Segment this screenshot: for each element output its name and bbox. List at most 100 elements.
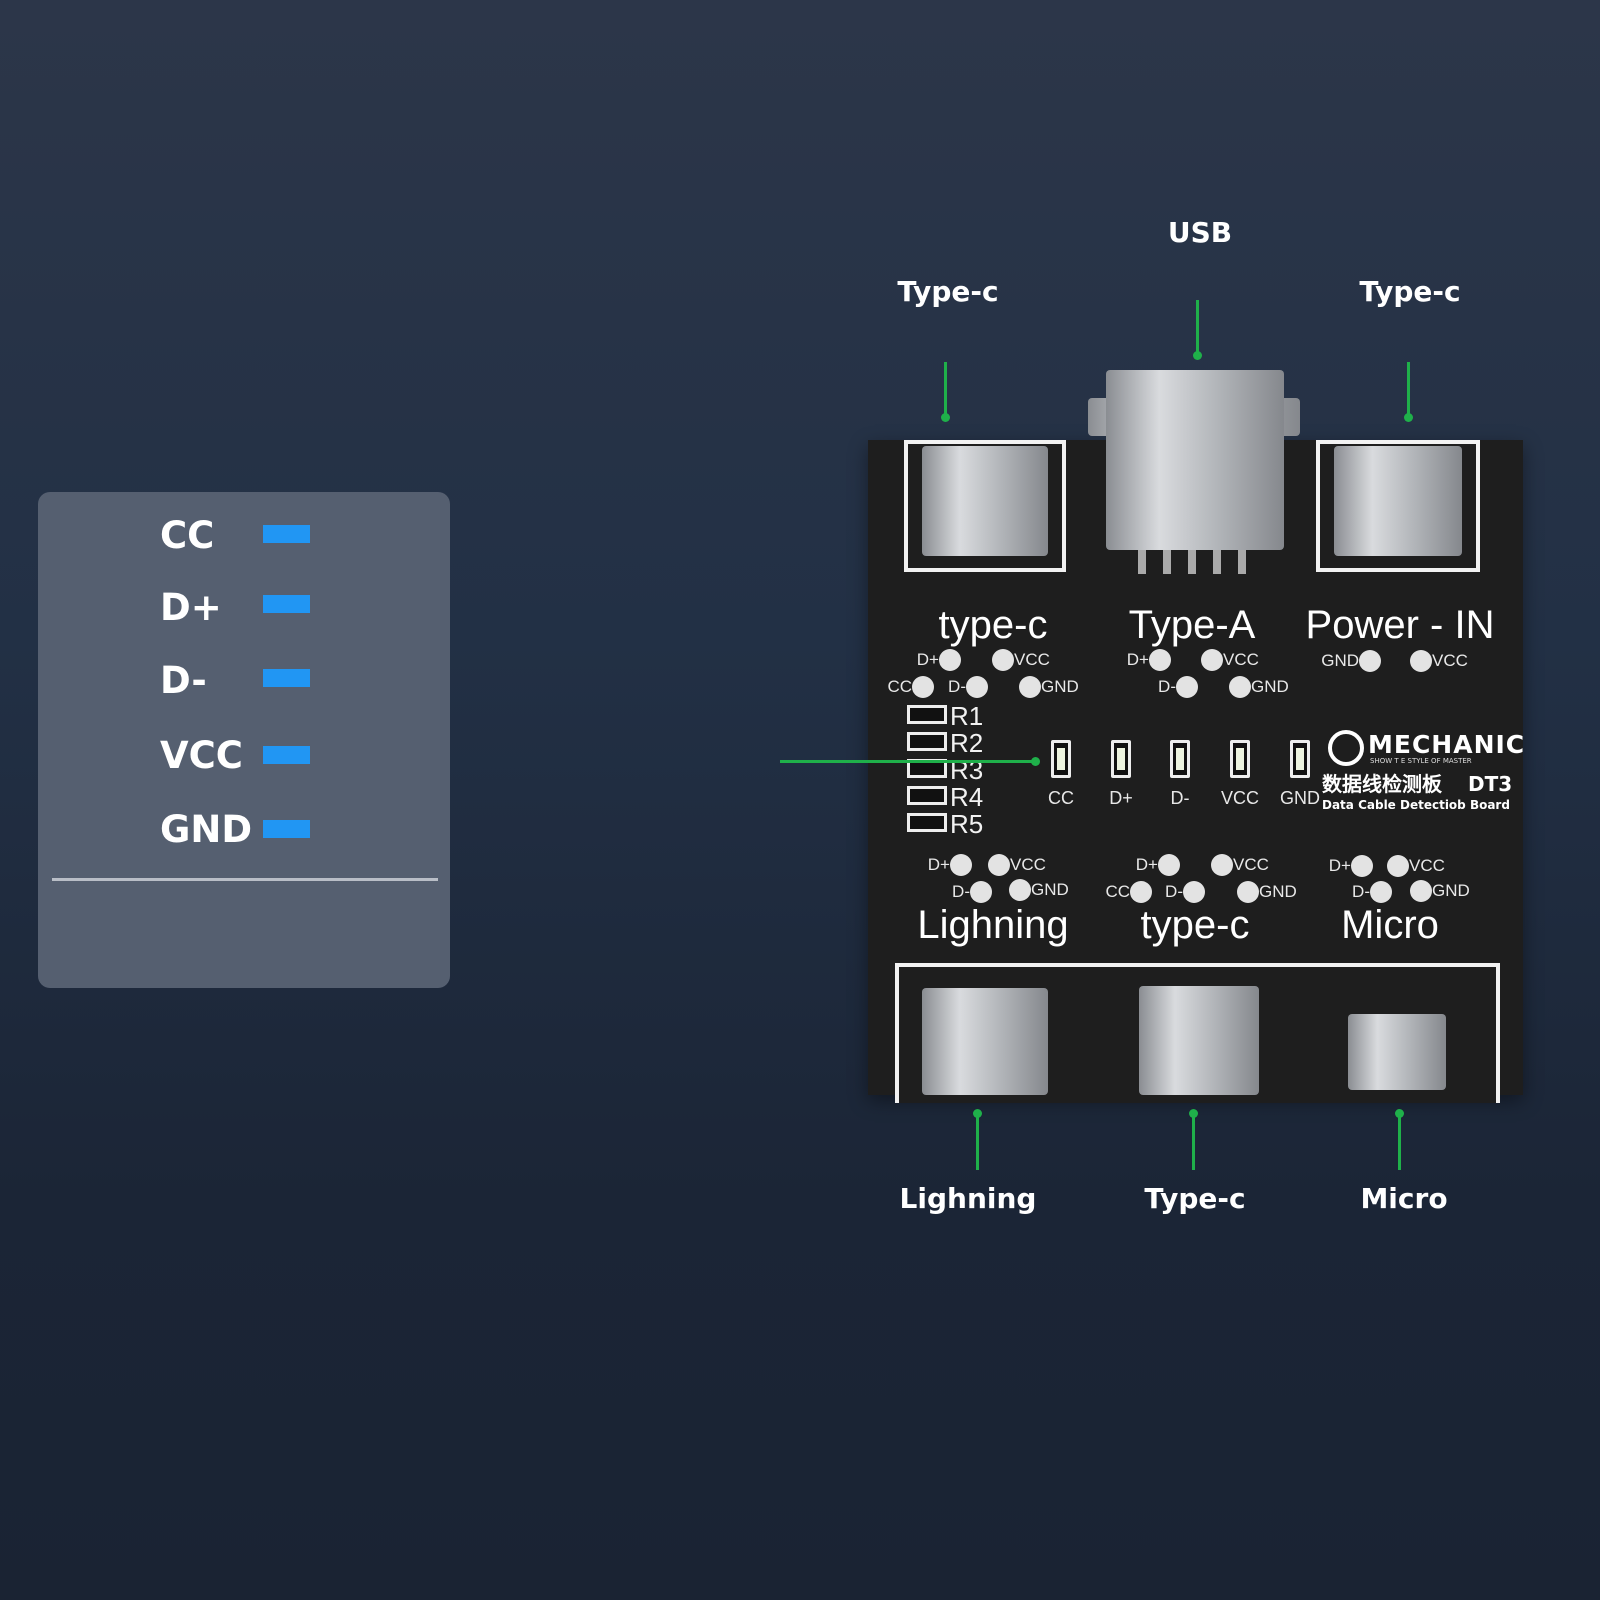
bottom-typec-port [1139,986,1259,1095]
test-pad-label: D+ [916,650,939,669]
test-pad-label: VCC [1223,650,1259,669]
test-pad-bottom_typec [1211,854,1233,876]
legend-indicator-dminus [263,669,310,687]
test-pad-label: GND [1259,882,1297,901]
callout-line-bottom-left [976,1113,979,1170]
test-pad-label: GND [1321,651,1359,670]
callout-line-led [780,760,1035,763]
callout-line-usb [1196,300,1199,355]
callout-top-right: Type-c [1359,275,1461,308]
callout-bottom-left: Lighning [899,1182,1037,1215]
test-pad-label: VCC [1409,856,1445,875]
legend-label-vcc: VCC [160,734,243,777]
resistor-label: R1 [950,701,984,731]
resistor-label: R2 [950,728,984,758]
test-pad-bottom_typec [1158,854,1180,876]
test-pad-label: D+ [1126,650,1149,669]
led-label: D+ [1109,788,1133,808]
test-pad-label: VCC [1233,855,1269,874]
test-pad-top_typec [992,649,1014,671]
test-pad-label: VCC [1432,651,1468,670]
test-pad-label: D+ [1135,855,1158,874]
usb-port-pins [1138,550,1250,574]
test-pad-label: D- [1158,677,1176,696]
resistor-r1 [907,705,947,724]
micro-usb-port [1348,1014,1446,1090]
resistor-r2 [907,732,947,751]
test-pad-micro [1370,881,1392,903]
indicator-led [1111,740,1131,778]
callout-dot-bottom-left [973,1109,982,1118]
led-label: GND [1280,788,1320,808]
test-pad-lightning [950,854,972,876]
test-pad-bottom_typec [1130,881,1152,903]
callout-dot-top-right [1404,413,1413,422]
test-pad-label: GND [1432,881,1470,900]
test-pad-micro [1410,880,1432,902]
legend-panel: CC D+ D- VCC GND [38,492,450,988]
board-title-cn: 数据线检测板 [1322,772,1442,796]
test-pad-label: D- [1352,882,1370,901]
test-pad-label: D- [948,677,966,696]
test-pad-top_typec [966,676,988,698]
test-pad-typea [1149,649,1171,671]
callout-line-bottom-center [1192,1113,1195,1170]
indicator-led [1051,740,1071,778]
test-pad-label: D- [1165,882,1183,901]
usb-typea-port [1106,370,1284,550]
legend-label-cc: CC [160,514,215,557]
brand-name: MECHANIC [1368,730,1526,759]
test-pad-bottom_typec [1237,881,1259,903]
test-pad-top_typec [939,649,961,671]
test-pad-lightning [970,881,992,903]
test-pad-top_typec [1019,676,1041,698]
callout-line-bottom-right [1398,1113,1401,1170]
top-left-typec-port [922,446,1048,556]
test-pad-label: D+ [1328,856,1351,875]
callout-dot-top-left [941,413,950,422]
legend-indicator-dplus [263,595,310,613]
resistor-r4 [907,786,947,805]
led-light [1296,748,1304,770]
callout-top-left: Type-c [897,275,999,308]
legend-indicator-gnd [263,820,310,838]
test-pad-label: GND [1041,677,1079,696]
callout-dot-bottom-right [1395,1109,1404,1118]
brand-tagline: SHOW T E STYLE OF MASTER [1370,757,1472,765]
callout-dot-usb [1193,351,1202,360]
test-pad-label: GND [1031,880,1069,899]
callout-dot-led [1031,757,1040,766]
test-pad-label: CC [1105,882,1130,901]
test-pad-micro [1387,855,1409,877]
test-pad-lightning [1009,879,1031,901]
led-light [1117,748,1125,770]
callout-usb: USB [1167,216,1233,249]
indicator-led [1230,740,1250,778]
legend-label-dplus: D+ [160,586,222,629]
board-model: DT3 [1468,772,1513,796]
section-bottom-right-label: Micro [1341,903,1439,947]
mechanic-logo-icon [1328,730,1364,766]
resistor-label: R5 [950,809,984,839]
test-pad-power_in [1410,650,1432,672]
callout-line-top-right [1407,362,1410,418]
led-light [1057,748,1065,770]
resistor-r5 [907,813,947,832]
legend-divider [52,878,438,881]
callout-bottom-right: Micro [1360,1182,1448,1215]
led-light [1176,748,1184,770]
section-top-right-label: Power - IN [1305,603,1495,647]
callout-line-top-left [944,362,947,418]
test-pad-lightning [988,854,1010,876]
led-label: CC [1048,788,1074,808]
callout-bottom-center: Type-c [1144,1182,1246,1215]
led-label: D- [1170,788,1190,808]
led-light [1236,748,1244,770]
legend-indicator-cc [263,525,310,543]
test-pad-label: VCC [1014,650,1050,669]
test-pad-label: D- [952,882,970,901]
test-pad-typea [1176,676,1198,698]
legend-indicator-vcc [263,746,310,764]
callout-dot-bottom-center [1189,1109,1198,1118]
test-pad-typea [1201,649,1223,671]
